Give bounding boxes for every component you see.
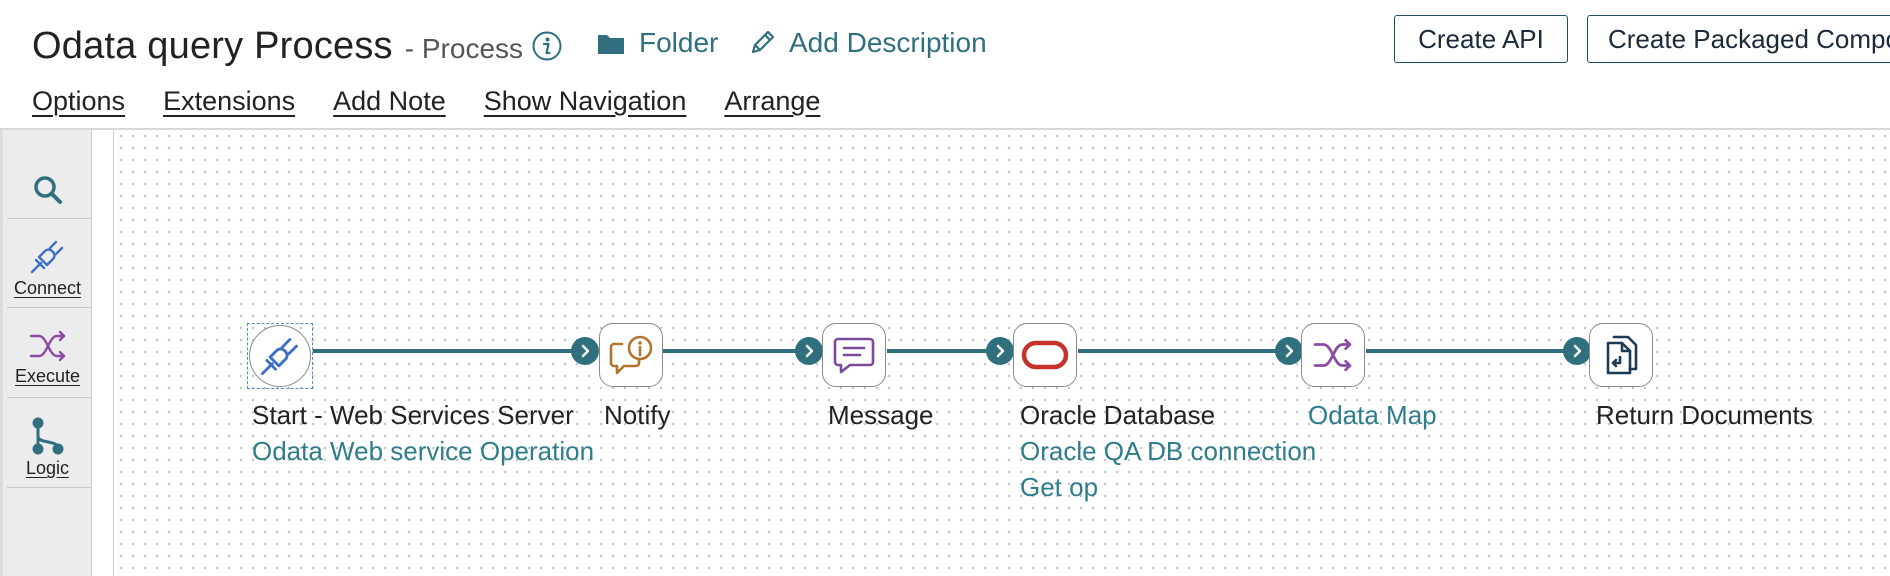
chevron-right-icon[interactable]: [1563, 337, 1591, 365]
shape-connection-link[interactable]: Oracle QA DB connection: [1020, 436, 1317, 466]
page-title: Odata query Process: [32, 24, 393, 67]
palette-divider: [7, 218, 91, 219]
branch-icon: [32, 417, 63, 455]
toolbar-menu: Options Extensions Add Note Show Navigat…: [32, 86, 858, 117]
palette-divider: [7, 397, 91, 398]
shape-label: Notify: [604, 400, 671, 430]
shape-label: Oracle Database: [1020, 400, 1216, 430]
folder-icon: [598, 35, 624, 54]
return-documents-shape[interactable]: [1589, 323, 1653, 387]
oracle-database-shape[interactable]: [1013, 323, 1077, 387]
add-description-label: Add Description: [789, 27, 987, 58]
oracle-icon: [1021, 340, 1069, 370]
shape-operation-link[interactable]: Odata Web service Operation: [252, 436, 595, 466]
return-documents-icon: [1606, 335, 1638, 375]
palette-search[interactable]: [3, 174, 92, 206]
menu-arrange[interactable]: Arrange: [724, 86, 821, 116]
start-shape[interactable]: [247, 323, 313, 389]
page-subtitle: - Process: [404, 33, 524, 64]
title-row: Odata query Process - Process: [32, 18, 563, 74]
add-description-link[interactable]: Add Description: [749, 22, 987, 64]
shape-label: Start - Web Services Server: [252, 400, 574, 430]
info-icon[interactable]: [531, 30, 563, 62]
palette-divider: [7, 487, 91, 488]
message-icon: [833, 337, 875, 374]
connector-line: [1078, 349, 1290, 353]
menu-show-navigation[interactable]: Show Navigation: [483, 86, 687, 116]
chevron-right-icon[interactable]: [1275, 337, 1303, 365]
shape-operation-link[interactable]: Get op: [1020, 472, 1099, 502]
plug-icon: [30, 240, 63, 274]
chevron-right-icon[interactable]: [571, 337, 599, 365]
palette-connect-label: Connect: [13, 278, 82, 298]
folder-link[interactable]: Folder: [597, 22, 718, 64]
connector-line: [1366, 349, 1578, 353]
shape-map-link[interactable]: Odata Map: [1308, 400, 1437, 430]
pencil-icon: [751, 30, 775, 54]
create-api-button[interactable]: Create API: [1394, 15, 1568, 63]
chevron-right-icon[interactable]: [795, 337, 823, 365]
header-divider: [0, 128, 1890, 130]
palette-connect[interactable]: Connect: [3, 238, 92, 299]
palette-gutter: [92, 130, 114, 576]
create-packaged-component-button[interactable]: Create Packaged Component: [1587, 15, 1890, 63]
connector-line: [313, 349, 574, 353]
menu-options[interactable]: Options: [32, 86, 126, 116]
palette-execute[interactable]: Execute: [3, 328, 92, 387]
palette-logic[interactable]: Logic: [3, 416, 92, 479]
shape-label: Return Documents: [1596, 400, 1813, 430]
menu-extensions[interactable]: Extensions: [163, 86, 296, 116]
notify-shape[interactable]: [599, 323, 663, 387]
palette-execute-label: Execute: [14, 366, 81, 386]
menu-add-note[interactable]: Add Note: [333, 86, 446, 116]
shape-label: Message: [828, 400, 934, 430]
shape-palette: Connect Execute Logic: [0, 130, 92, 576]
map-shuffle-icon: [1313, 338, 1352, 372]
chevron-right-icon[interactable]: [986, 337, 1014, 365]
palette-divider: [7, 307, 91, 308]
shuffle-icon: [29, 330, 65, 362]
map-shape[interactable]: [1301, 323, 1365, 387]
plug-icon: [260, 338, 298, 376]
folder-label: Folder: [639, 27, 719, 58]
search-icon: [33, 176, 62, 204]
connector-line: [663, 349, 811, 353]
connector-line: [887, 349, 1002, 353]
palette-logic-label: Logic: [25, 458, 70, 478]
message-shape[interactable]: [822, 323, 886, 387]
notify-icon: [609, 335, 653, 375]
